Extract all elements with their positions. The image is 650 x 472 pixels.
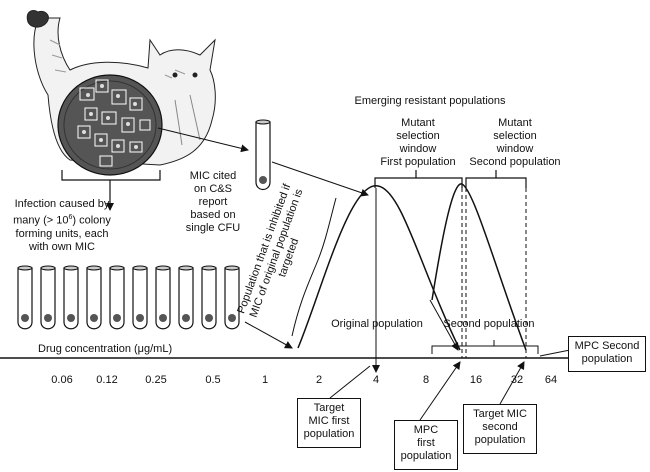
- target-mic-second-line-1: Target MIC: [473, 408, 527, 420]
- target-mic-second-line-2: second: [482, 421, 518, 433]
- mic-cited-line-5: single CFU: [185, 222, 241, 234]
- infection-label: Infection caused by many (> 106) colony …: [0, 198, 124, 254]
- window-second-line-1: Mutant: [498, 117, 532, 129]
- window-second-line-4: Second population: [469, 156, 561, 168]
- tick-label: 0.25: [145, 374, 167, 386]
- tick-label: 16: [469, 374, 483, 386]
- test-tube-icon: [178, 265, 194, 330]
- mic-cited-line-2: on C&S: [194, 183, 232, 195]
- window-first-line-1: Mutant: [401, 117, 435, 129]
- test-tube-icon: [40, 265, 56, 330]
- mic-cited-line-1: MIC cited: [189, 170, 237, 182]
- test-tube-icon: [86, 265, 102, 330]
- mic-cited-line-4: based on: [190, 209, 236, 221]
- test-tube-icon: [255, 119, 271, 191]
- window-second-label: Mutant selection window Second populatio…: [460, 117, 570, 169]
- mpc-first-box: MPC first population: [394, 420, 458, 470]
- mpc-first-line-1: MPC: [413, 424, 439, 436]
- infection-line-4: with own MIC: [28, 240, 96, 253]
- window-second-line-3: window: [496, 143, 534, 155]
- test-tube-icon: [224, 265, 240, 330]
- infection-line-2: many (> 106) colony: [0, 211, 124, 228]
- mpc-second-box: MPC Second population: [568, 336, 646, 372]
- mpc-first-line-2: first: [417, 437, 435, 449]
- window-first-label: Mutant selection window First population: [368, 117, 468, 169]
- test-tube-icon: [132, 265, 148, 330]
- test-tube-icon: [17, 265, 33, 330]
- target-mic-first-line-1: Target: [313, 402, 345, 414]
- test-tube-icon: [201, 265, 217, 330]
- target-mic-first-line-3: population: [303, 428, 355, 440]
- test-tube-icon: [63, 265, 79, 330]
- tick-label: 0.5: [205, 374, 221, 386]
- test-tube-icon: [155, 265, 171, 330]
- tick-label: 4: [372, 374, 380, 386]
- original-population-label: Original population: [331, 318, 423, 330]
- tick-label: 0.06: [51, 374, 73, 386]
- mpc-second-line-1: MPC Second: [574, 340, 640, 352]
- window-second-line-2: selection: [493, 130, 537, 142]
- tick-label: 0.12: [96, 374, 118, 386]
- tick-label: 8: [422, 374, 430, 386]
- mic-cited-label: MIC cited on C&S report based on single …: [178, 170, 248, 235]
- tick-label: 64: [544, 374, 558, 386]
- target-mic-second-line-3: population: [474, 434, 526, 446]
- emerging-label: Emerging resistant populations: [354, 95, 506, 107]
- infection-line-2b: ) colony: [72, 214, 111, 227]
- drug-concentration-label: Drug concentration (μg/mL): [38, 343, 173, 355]
- window-first-line-2: selection: [396, 130, 440, 142]
- infection-line-1: Infection caused by: [14, 198, 110, 210]
- window-first-line-4: First population: [380, 156, 456, 168]
- infection-exponent: 6: [68, 214, 73, 221]
- target-mic-first-line-2: MIC first: [308, 415, 350, 427]
- mic-cited-line-3: report: [198, 196, 228, 208]
- infection-line-3: forming units, each: [15, 227, 109, 240]
- infection-line-2a: many (> 10: [13, 214, 69, 227]
- mpc-second-line-2: population: [581, 353, 633, 365]
- tick-label: 1: [261, 374, 269, 386]
- tick-label: 32: [510, 374, 524, 386]
- first-population-curve: [297, 185, 461, 351]
- second-population-label: Second population: [443, 318, 535, 330]
- test-tube-icon: [109, 265, 125, 330]
- tube-row: [17, 265, 240, 330]
- target-mic-second-box: Target MIC second population: [463, 404, 537, 454]
- mpc-first-line-3: population: [400, 450, 452, 462]
- window-first-line-3: window: [399, 143, 437, 155]
- tick-label: 2: [315, 374, 323, 386]
- petri-dish-icon: [57, 74, 163, 176]
- target-mic-first-box: Target MIC first population: [297, 398, 361, 448]
